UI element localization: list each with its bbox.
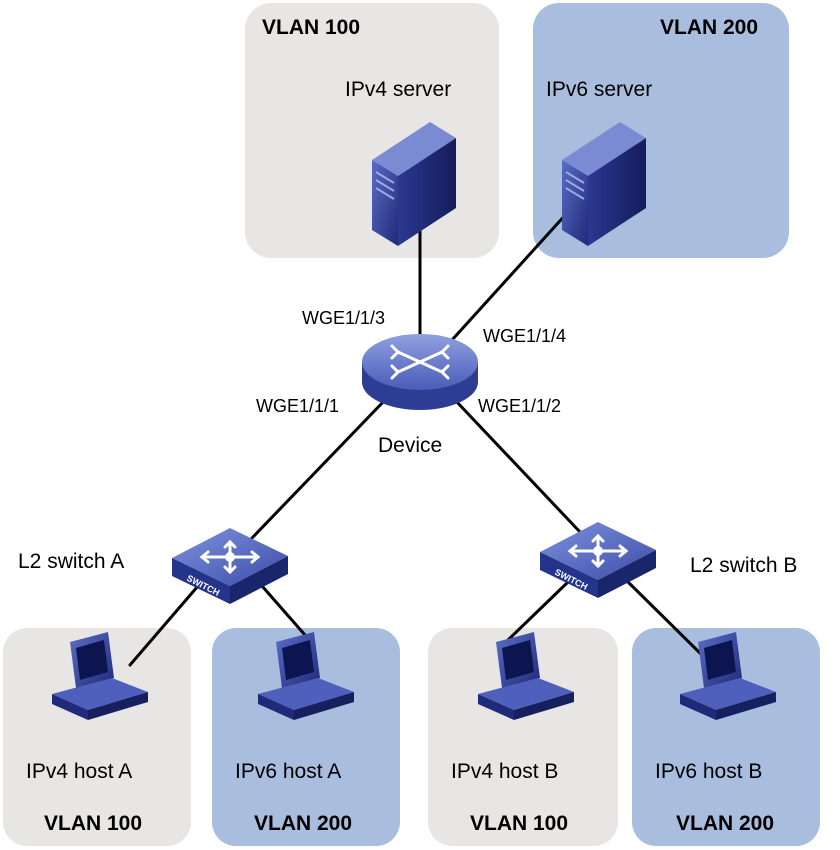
router-icon — [362, 334, 478, 410]
desktop-computer-icon — [258, 632, 354, 720]
switch-icon: SWITCH — [172, 528, 288, 604]
vlan-label-ipv6-host-b: VLAN 200 — [676, 812, 774, 835]
vlan-label-ipv4-host-a: VLAN 100 — [44, 812, 142, 835]
ipv4-server-label: IPv4 server — [345, 78, 451, 101]
zone-ipv6-host-a — [212, 628, 400, 846]
port-label-wge1-1-4: WGE1/1/4 — [483, 326, 566, 346]
desktop-computer-icon — [680, 632, 776, 720]
link-switch-b-host-v6 — [626, 580, 707, 660]
zone-ipv4-host-a — [3, 628, 191, 846]
ipv4-host-a-label: IPv4 host A — [26, 760, 132, 783]
link-device-switch-b — [453, 398, 582, 534]
device-label: Device — [378, 434, 442, 457]
zone-ipv4-host-b — [428, 628, 618, 846]
port-label-wge1-1-2: WGE1/1/2 — [478, 396, 561, 416]
server-icon — [562, 122, 646, 246]
link-switch-b-host-v4 — [506, 580, 570, 642]
port-label-wge1-1-1: WGE1/1/1 — [256, 396, 339, 416]
links — [128, 210, 707, 667]
vlan-label-ipv4-host-b: VLAN 100 — [470, 812, 568, 835]
ipv6-host-a-label: IPv6 host A — [235, 760, 341, 783]
vlan-label-ipv6-server: VLAN 200 — [660, 16, 758, 39]
ipv4-host-b-label: IPv4 host B — [451, 760, 558, 783]
link-device-ipv6-server — [450, 210, 570, 342]
link-switch-a-host-v4 — [128, 584, 200, 667]
link-device-switch-a — [250, 398, 387, 540]
link-switch-a-host-v6 — [260, 584, 307, 637]
port-label-wge1-1-3: WGE1/1/3 — [302, 308, 385, 328]
vlan-label-ipv6-host-a: VLAN 200 — [254, 812, 352, 835]
zone-ipv6-host-b — [632, 628, 820, 846]
ipv6-host-b-label: IPv6 host B — [655, 760, 762, 783]
server-icon — [372, 122, 456, 246]
switch-a-label: L2 switch A — [18, 550, 124, 573]
switch-b-label: L2 switch B — [690, 554, 797, 577]
ipv6-server-label: IPv6 server — [546, 78, 652, 101]
switch-icon: SWITCH — [540, 522, 656, 598]
desktop-computer-icon — [52, 632, 148, 720]
vlan-label-ipv4-server: VLAN 100 — [262, 16, 360, 39]
desktop-computer-icon — [478, 632, 574, 720]
